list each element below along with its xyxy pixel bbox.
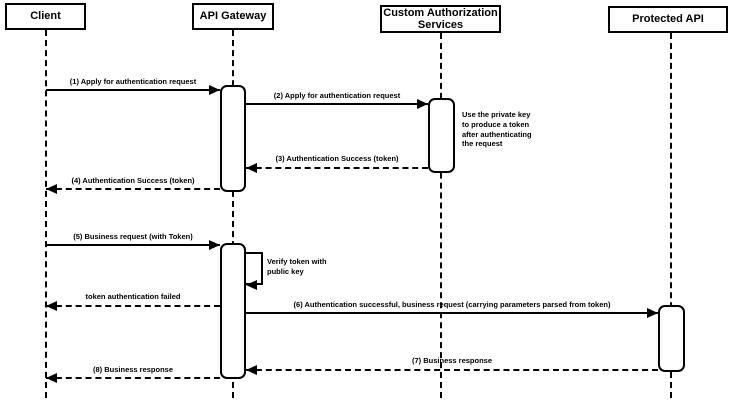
message-8-line (46, 377, 220, 379)
message-2-line (246, 103, 428, 105)
lifeline-api-gateway (232, 30, 234, 398)
message-1-line (46, 89, 220, 91)
activation-custom-authorization-services (428, 98, 455, 173)
message-7-label: (7) Business response (411, 356, 493, 365)
message-7-arrowhead-icon (246, 365, 257, 375)
self-message-arrowhead-icon (246, 280, 257, 290)
message-6-arrowhead-icon (647, 308, 658, 318)
actor-client: Client (5, 3, 86, 30)
message-8-label: (8) Business response (92, 365, 174, 374)
message-6-label: (6) Authentication successful, business … (293, 300, 611, 309)
lifeline-client (45, 30, 47, 398)
message-2-arrowhead-icon (417, 99, 428, 109)
actor-api-gateway-label: API Gateway (199, 10, 267, 23)
message-3-arrowhead-icon (246, 163, 257, 173)
actor-custom-authorization-services: Custom Authorization Services (380, 5, 501, 33)
note-private-key: Use the private key to produce a token a… (462, 110, 532, 149)
message-5-line (46, 244, 220, 246)
message-5-arrowhead-icon (209, 240, 220, 250)
message-6-line (246, 312, 658, 314)
actor-client-label: Client (30, 10, 61, 23)
message-2-label: (2) Apply for authentication request (273, 91, 401, 100)
message-7-line (246, 369, 658, 371)
message-8-arrowhead-icon (46, 373, 57, 383)
actor-custom-authorization-services-label: Custom Authorization Services (383, 6, 498, 31)
message-3-line (246, 167, 428, 169)
actor-protected-api-label: Protected API (632, 13, 704, 26)
message-token-failed-line (46, 305, 220, 307)
activation-protected-api (658, 305, 685, 372)
message-3-label: (3) Authentication Success (token) (275, 154, 399, 163)
lifeline-protected-api (670, 33, 672, 398)
lifeline-custom-authorization-services (440, 33, 442, 398)
actor-protected-api: Protected API (608, 6, 728, 33)
message-5-label: (5) Business request (with Token) (73, 232, 193, 241)
message-token-failed-arrowhead-icon (46, 301, 57, 311)
message-4-arrowhead-icon (46, 184, 57, 194)
message-1-label: (1) Apply for authentication request (69, 77, 197, 86)
message-token-failed-label: token authentication failed (85, 292, 181, 301)
activation-api-gateway-2 (220, 243, 246, 379)
activation-api-gateway-1 (220, 85, 246, 192)
message-1-arrowhead-icon (209, 85, 220, 95)
message-4-line (46, 188, 220, 190)
actor-api-gateway: API Gateway (192, 3, 274, 30)
message-4-label: (4) Authentication Success (token) (71, 176, 195, 185)
self-message-label: Verify token with public key (267, 257, 327, 276)
